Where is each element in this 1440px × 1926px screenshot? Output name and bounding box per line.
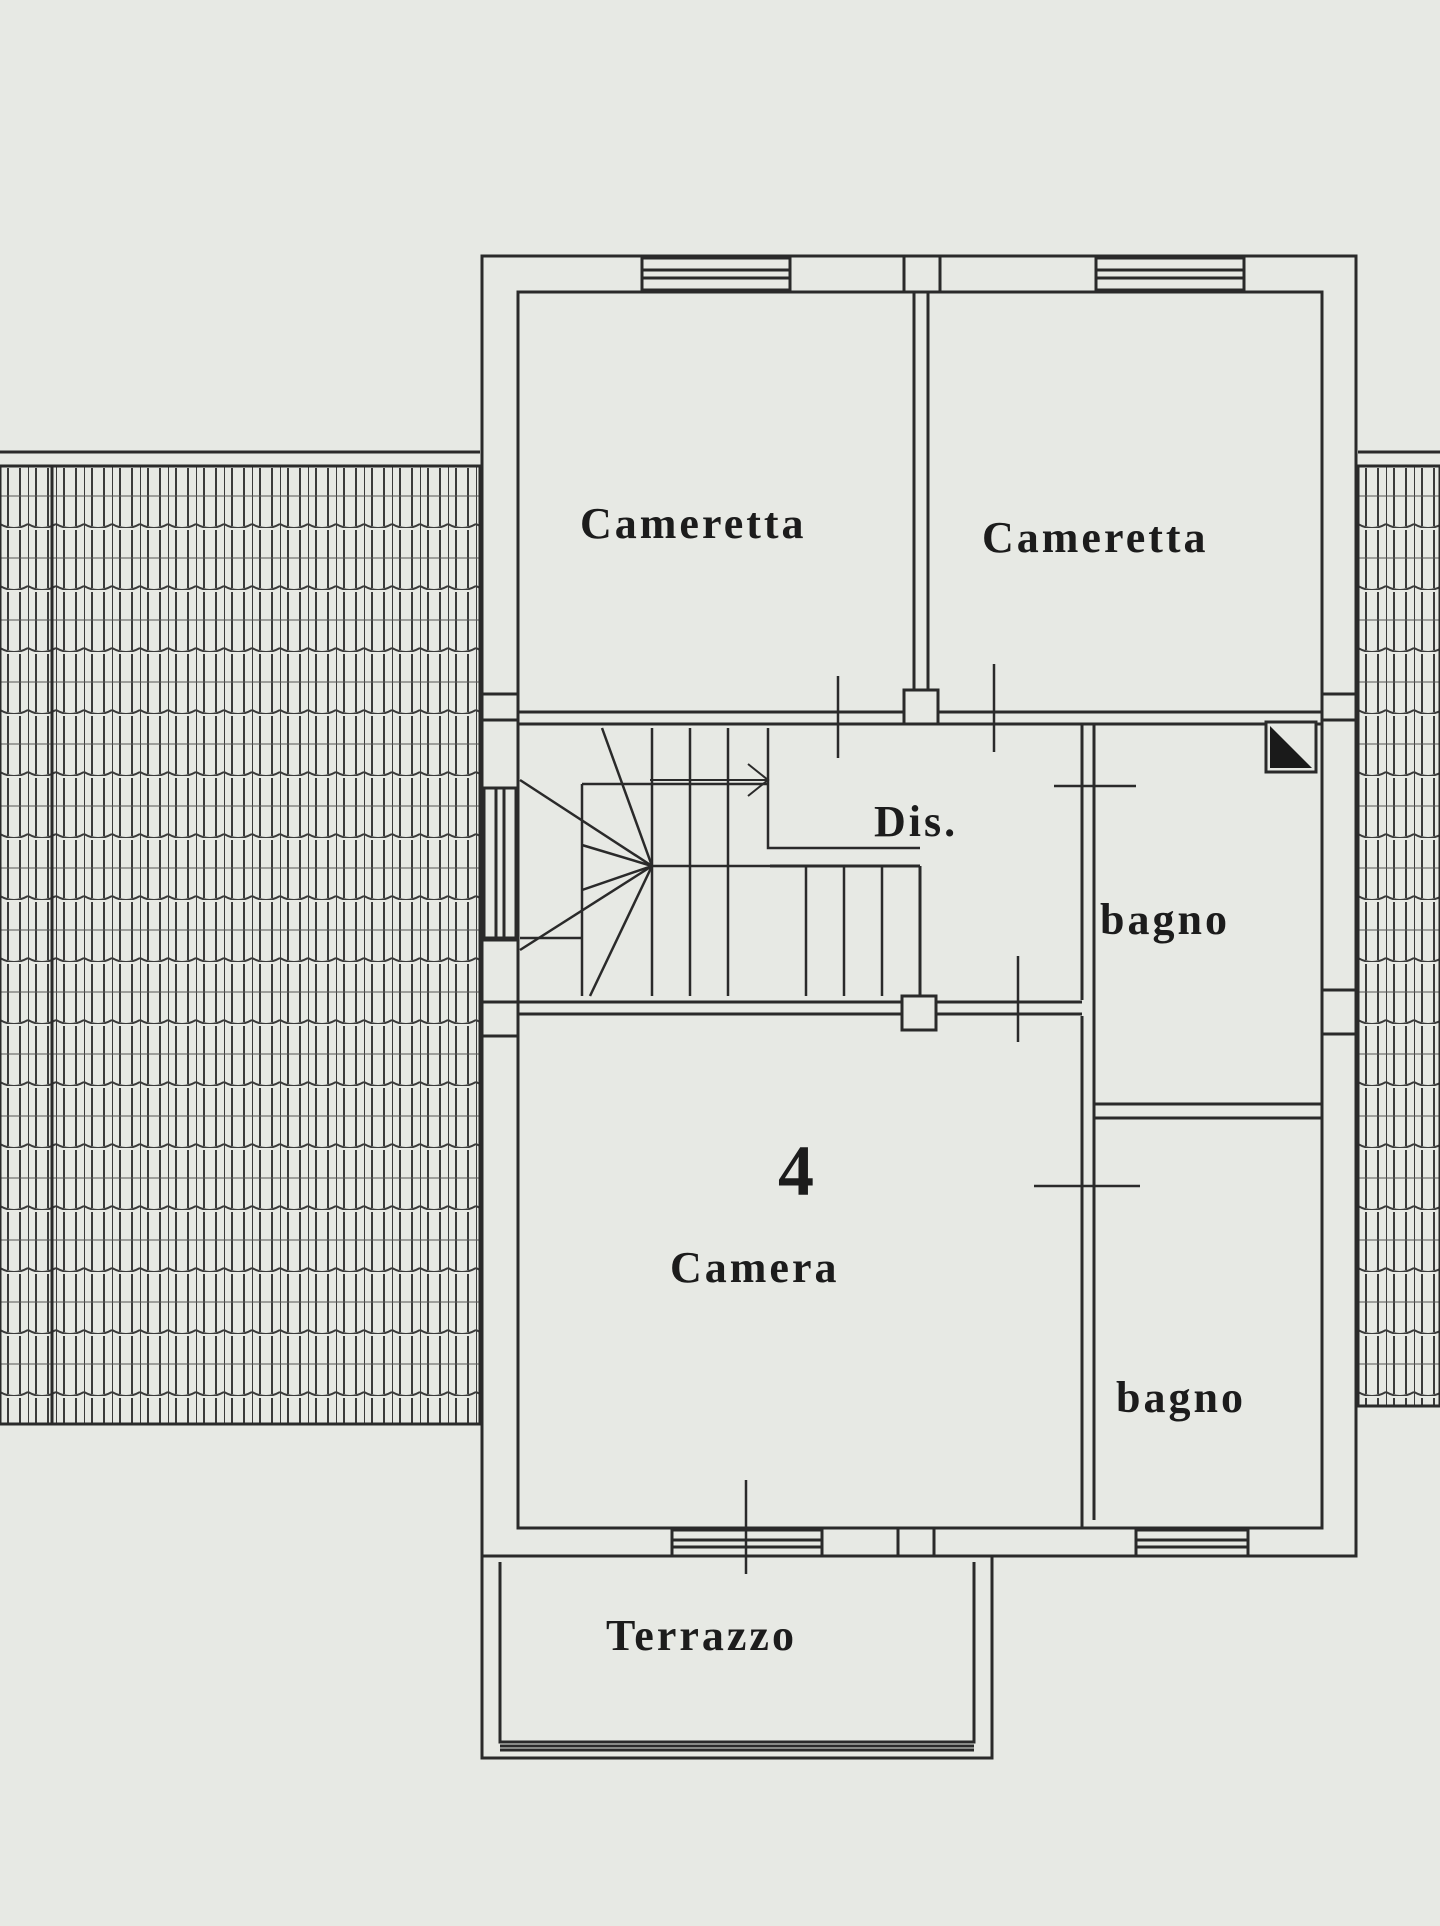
staircase bbox=[519, 727, 920, 997]
roof-tiles-right bbox=[1356, 450, 1440, 1408]
terrace bbox=[480, 1556, 994, 1760]
interior-walls bbox=[518, 292, 1322, 1528]
room-label-bagno-bottom: bagno bbox=[1116, 1373, 1246, 1422]
roof-tiles-left bbox=[0, 450, 482, 1426]
room-label-dis: Dis. bbox=[874, 797, 959, 846]
room-label-camera: Camera bbox=[670, 1243, 840, 1292]
duct-shaft bbox=[1264, 720, 1318, 774]
floor-number: 4 bbox=[778, 1131, 814, 1211]
room-label-cameretta-left: Cameretta bbox=[580, 499, 807, 548]
room-label-cameretta-right: Cameretta bbox=[982, 513, 1209, 562]
room-label-terrazzo: Terrazzo bbox=[606, 1611, 797, 1660]
door-marks bbox=[744, 664, 1140, 1574]
room-label-bagno-top: bagno bbox=[1100, 895, 1230, 944]
